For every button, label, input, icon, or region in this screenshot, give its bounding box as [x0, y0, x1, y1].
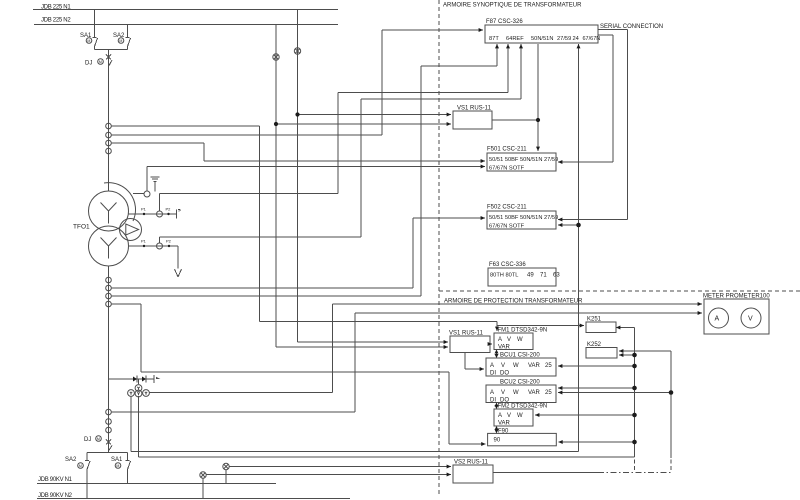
svg-text:METER PROMETER100: METER PROMETER100	[703, 294, 770, 300]
svg-text:DO: DO	[500, 398, 509, 404]
svg-text:67/67N: 67/67N	[583, 36, 601, 42]
svg-text:50/51 50BF 50N/51N 27/59: 50/51 50BF 50N/51N 27/59	[489, 157, 558, 163]
svg-text:64REF: 64REF	[506, 36, 524, 42]
svg-text:W: W	[513, 363, 519, 369]
svg-text:FM1 DTSD342-9N: FM1 DTSD342-9N	[498, 328, 548, 334]
svg-text:F501 CSC-211: F501 CSC-211	[487, 147, 527, 153]
svg-text:87T: 87T	[489, 36, 499, 42]
svg-text:FM2 DTSD342-9N: FM2 DTSD342-9N	[498, 404, 548, 410]
svg-text:SA1: SA1	[80, 33, 92, 39]
svg-text:JDB 225 N2: JDB 225 N2	[41, 18, 71, 24]
svg-text:TFO1: TFO1	[73, 224, 90, 231]
svg-text:50N/51N: 50N/51N	[531, 36, 553, 42]
svg-text:A: A	[498, 413, 502, 419]
svg-text:49: 49	[527, 273, 534, 279]
svg-text:M: M	[97, 437, 100, 441]
svg-text:VS2 RUS-11: VS2 RUS-11	[454, 460, 489, 466]
svg-text:V: V	[748, 316, 753, 323]
svg-text:P1: P1	[141, 239, 147, 244]
svg-text:BCU1 CSI-200: BCU1 CSI-200	[500, 353, 540, 359]
svg-text:SA2: SA2	[65, 457, 77, 463]
svg-text:K251: K251	[587, 317, 602, 323]
svg-text:63: 63	[553, 273, 560, 279]
svg-text:24: 24	[573, 36, 579, 42]
svg-text:90: 90	[494, 438, 501, 444]
svg-text:71: 71	[540, 273, 547, 279]
svg-text:VS1 RUS-11: VS1 RUS-11	[457, 106, 492, 112]
svg-text:50/51 50BF 50N/51N 27/59: 50/51 50BF 50N/51N 27/59	[489, 215, 558, 221]
svg-text:P2: P2	[166, 239, 172, 244]
svg-text:M: M	[79, 464, 82, 468]
svg-text:M: M	[99, 60, 102, 64]
svg-text:VAR: VAR	[498, 421, 511, 427]
svg-text:80TH 80TL: 80TH 80TL	[490, 273, 518, 279]
svg-text:F502 CSC-211: F502 CSC-211	[487, 205, 527, 211]
svg-text:P1: P1	[141, 207, 147, 212]
svg-text:M: M	[87, 39, 90, 43]
svg-text:67/67N SOTF: 67/67N SOTF	[489, 166, 525, 172]
svg-text:M: M	[119, 39, 122, 43]
svg-text:25: 25	[545, 363, 552, 369]
svg-text:JDB 225 N1: JDB 225 N1	[41, 5, 71, 11]
svg-text:W: W	[517, 413, 523, 419]
svg-text:P2: P2	[166, 207, 172, 212]
svg-text:VS1 RUS-11: VS1 RUS-11	[449, 331, 484, 337]
svg-text:67/67N SOTF: 67/67N SOTF	[489, 224, 525, 230]
svg-text:W: W	[517, 337, 523, 343]
svg-text:F87 CSC-326: F87 CSC-326	[486, 19, 523, 25]
svg-text:A: A	[715, 316, 720, 323]
svg-text:V: V	[501, 390, 505, 396]
svg-text:VAR: VAR	[528, 363, 541, 369]
svg-text:W: W	[513, 390, 519, 396]
svg-text:F63 CSC-336: F63 CSC-336	[489, 262, 526, 268]
svg-text:M: M	[116, 464, 119, 468]
svg-text:JDB 90KV N1: JDB 90KV N1	[38, 477, 73, 483]
svg-text:VAR: VAR	[498, 345, 511, 351]
svg-text:K252: K252	[587, 342, 602, 348]
svg-text:P: P	[179, 208, 182, 213]
svg-text:DI: DI	[490, 398, 496, 404]
svg-text:V: V	[507, 337, 511, 343]
svg-text:V: V	[507, 413, 511, 419]
svg-text:SA2: SA2	[113, 33, 125, 39]
svg-text:SERIAL CONNECTION: SERIAL CONNECTION	[600, 24, 663, 30]
svg-text:F90: F90	[498, 429, 509, 435]
svg-text:VAR: VAR	[528, 390, 541, 396]
svg-text:A: A	[490, 390, 494, 396]
svg-text:DI: DI	[490, 371, 496, 377]
svg-text:JDB 90KV N2: JDB 90KV N2	[38, 493, 73, 499]
svg-text:ARMOIRE DE PROTECTION TRANSFOR: ARMOIRE DE PROTECTION TRANSFORMATEUR	[444, 299, 583, 305]
svg-text:27/59: 27/59	[557, 36, 571, 42]
svg-text:25: 25	[545, 390, 552, 396]
svg-text:DJ: DJ	[84, 437, 91, 443]
svg-text:ARMOIRE SYNOPTIQUE DE TRANSFOR: ARMOIRE SYNOPTIQUE DE TRANSFORMATEUR	[443, 3, 582, 9]
svg-text:DJ: DJ	[85, 61, 92, 67]
svg-text:A: A	[498, 337, 502, 343]
svg-text:A: A	[490, 363, 494, 369]
svg-text:SA1: SA1	[111, 457, 123, 463]
svg-text:BCU2 CSI-200: BCU2 CSI-200	[500, 380, 540, 386]
svg-text:DO: DO	[500, 371, 509, 377]
svg-text:V: V	[501, 363, 505, 369]
